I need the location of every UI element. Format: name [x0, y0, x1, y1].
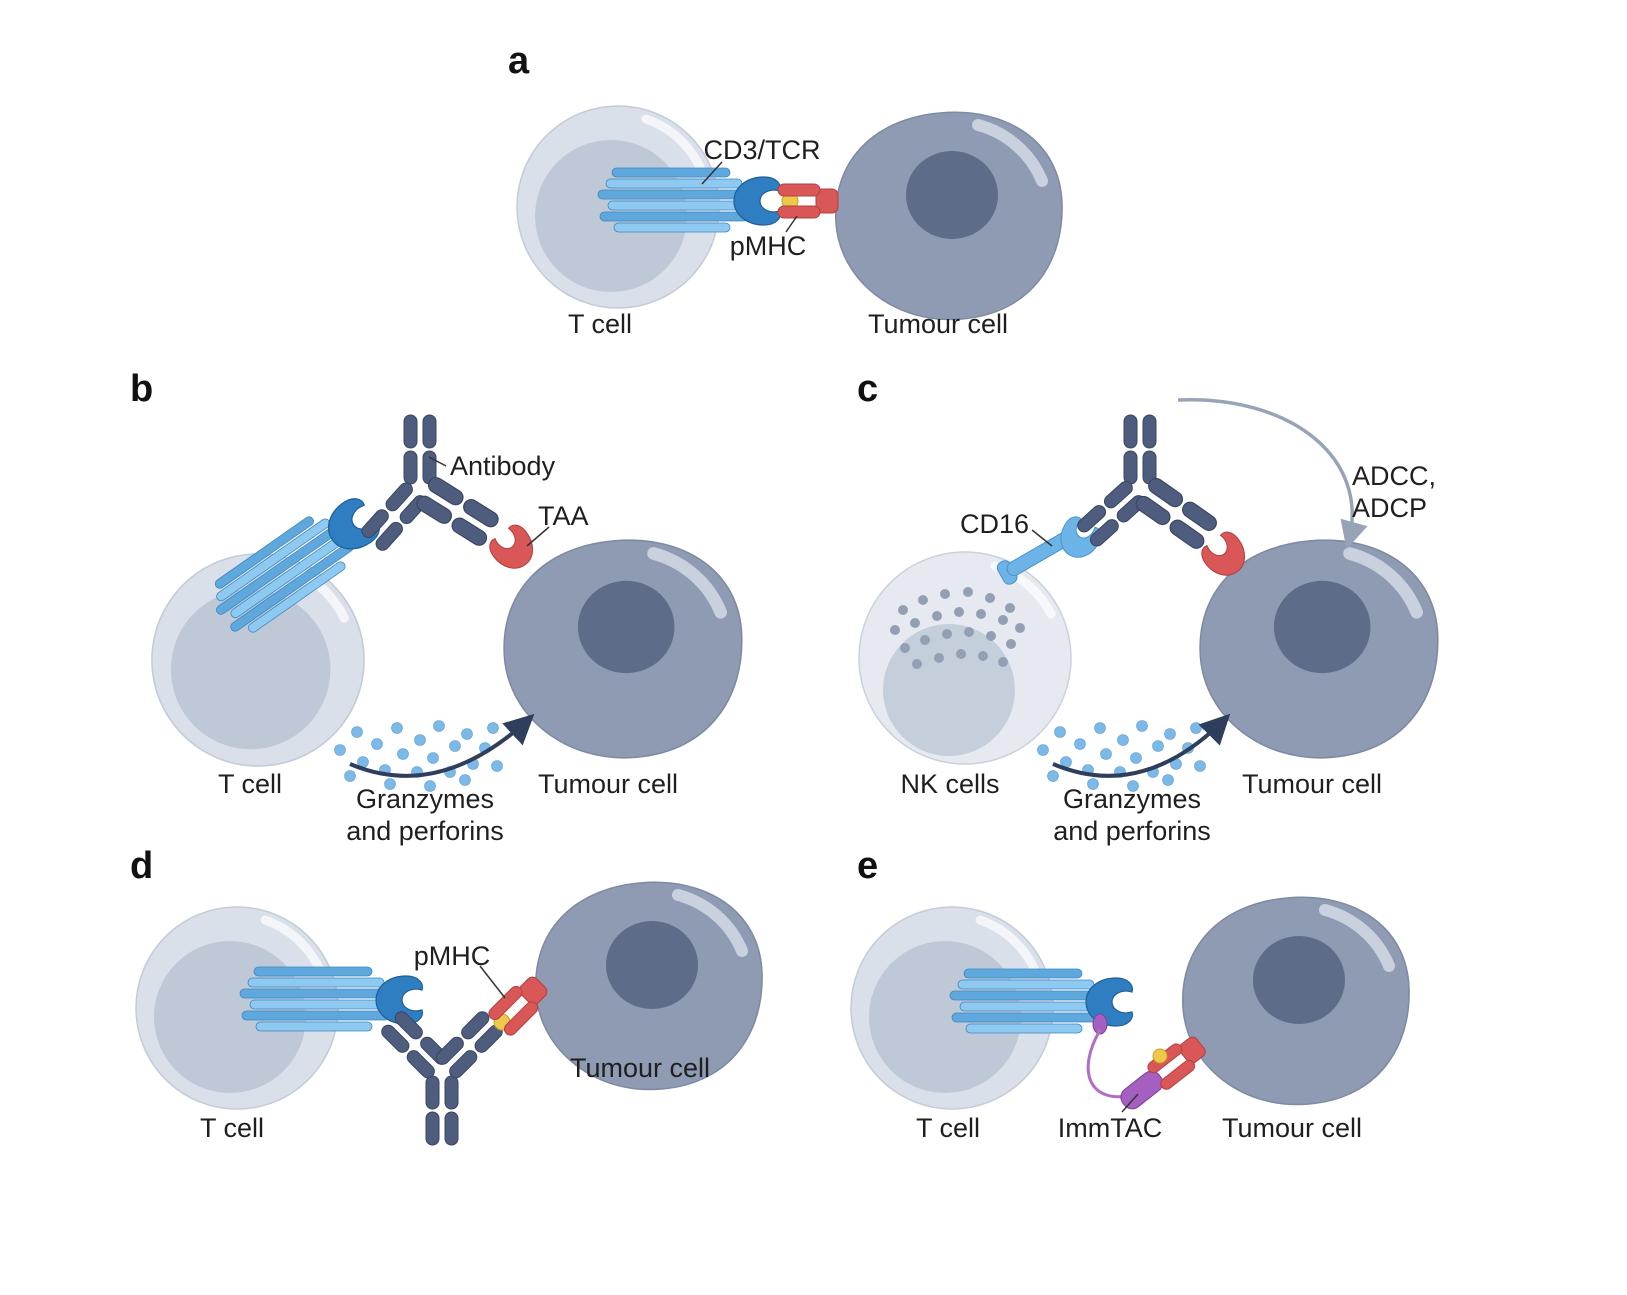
t-cell-label-a: T cell — [567, 309, 633, 339]
immtac-label: ImmTAC — [1057, 1113, 1163, 1143]
cytotoxicity-arrow — [1052, 713, 1231, 778]
tumour-cell-illustration — [1183, 897, 1409, 1104]
t-cell-label-e: T cell — [915, 1113, 981, 1143]
tumour-cell-illustration — [504, 540, 742, 758]
adcc-adcp-label: ADCC, ADCP — [1352, 460, 1436, 524]
antibody-pointer-line — [428, 456, 447, 467]
taa-label: TAA — [538, 501, 589, 531]
tumour-cell-label-e: Tumour cell — [1221, 1113, 1363, 1143]
immtac-icon — [1086, 1013, 1164, 1110]
panel-letter-b: b — [130, 368, 154, 410]
cd16-pointer-line — [1031, 529, 1053, 547]
panel-c-artwork — [859, 398, 1438, 792]
cd16-icon — [996, 512, 1106, 585]
pmhc-pointer-line — [785, 215, 798, 233]
cytotoxicity-arrow — [349, 713, 535, 778]
granzymes-line1-c: Granzymes — [1062, 784, 1202, 814]
panel-letter-e: e — [857, 845, 879, 887]
tumour-cell-label-d: Tumour cell — [569, 1053, 711, 1083]
taa-icon — [484, 520, 543, 578]
panel-letter-d: d — [130, 845, 154, 887]
panel-letter-c: c — [857, 368, 879, 410]
antibody-label: Antibody — [450, 451, 556, 481]
nk-cells-label: NK cells — [900, 769, 1000, 799]
panel-e-artwork — [851, 897, 1409, 1113]
granzymes-label-b: Granzymes and perforins — [346, 783, 504, 847]
adcc-line1: ADCC, — [1352, 461, 1437, 491]
cd3-tcr-pointer-line — [701, 161, 723, 185]
t-cell-label-b: T cell — [217, 769, 283, 799]
pmhc-pointer-line — [479, 965, 506, 999]
immtac-pointer-line — [1121, 1093, 1139, 1113]
antibody-icon — [378, 1008, 506, 1146]
t-cell-label-d: T cell — [199, 1113, 265, 1143]
cd16-label: CD16 — [960, 509, 1030, 539]
pmhc-label-a: pMHC — [729, 231, 807, 261]
panel-letter-a: a — [508, 40, 530, 82]
tumour-cell-illustration — [836, 112, 1062, 319]
adcc-line2: ADCP — [1352, 493, 1428, 523]
nk-cell-illustration — [859, 552, 1071, 764]
granzymes-line2-b: and perforins — [346, 816, 504, 846]
granzymes-label-c: Granzymes and perforins — [1053, 783, 1211, 847]
pmhc-label-d: pMHC — [413, 941, 491, 971]
cd3-tcr-label: CD3/TCR — [703, 135, 821, 165]
antibody-icon — [1074, 414, 1220, 552]
panel-b-artwork — [152, 414, 742, 792]
panel-d-artwork — [136, 882, 762, 1146]
tumour-cell-label-a: Tumour cell — [867, 309, 1009, 339]
taa-pointer-line — [526, 526, 550, 547]
granzymes-line2-c: and perforins — [1053, 816, 1211, 846]
peptide-dot — [1152, 1048, 1168, 1064]
granzymes-line1-b: Granzymes — [355, 784, 495, 814]
tumour-cell-label-b: Tumour cell — [537, 769, 679, 799]
tumour-cell-label-c: Tumour cell — [1241, 769, 1383, 799]
antibody-icon — [358, 414, 502, 554]
adcc-adcp-arrow — [1177, 398, 1368, 550]
panel-a-artwork — [517, 106, 1062, 320]
